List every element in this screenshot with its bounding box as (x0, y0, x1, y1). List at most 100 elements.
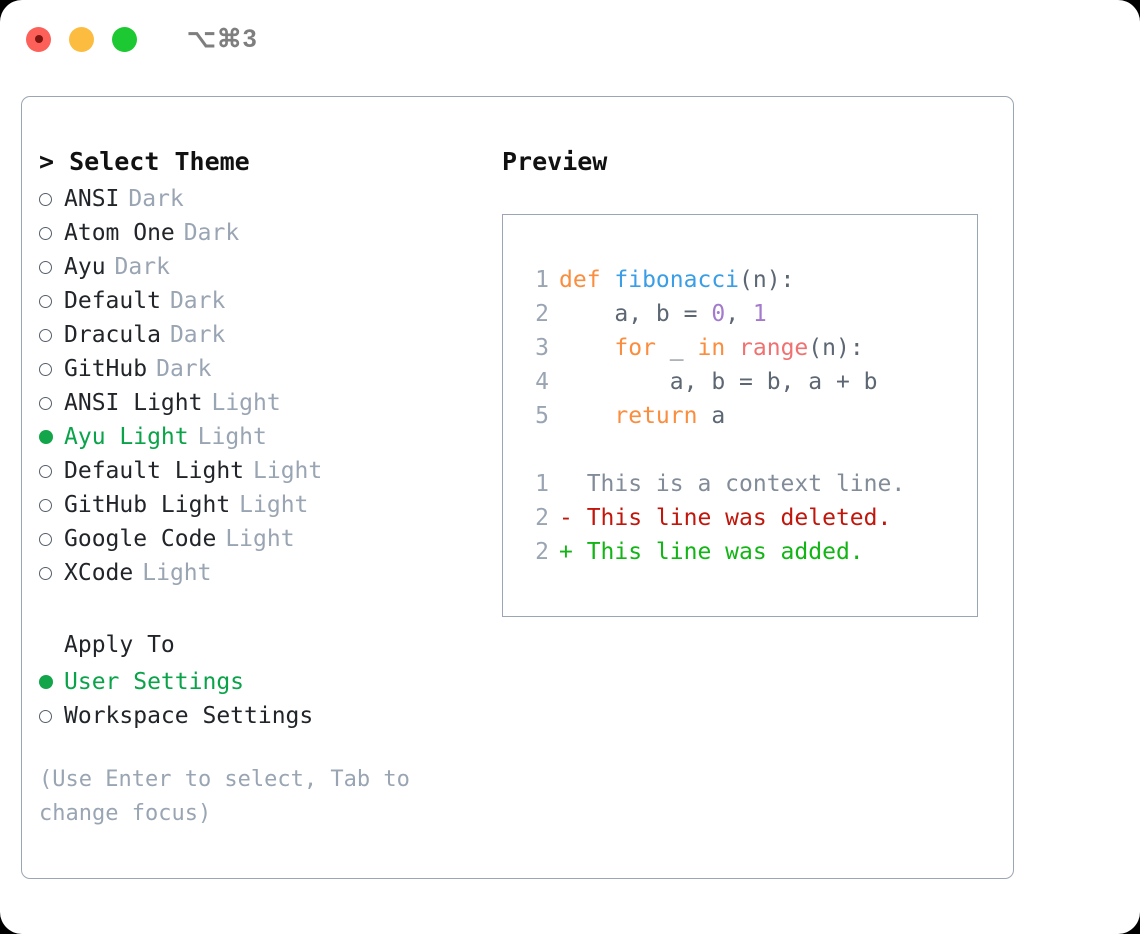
radio-unselected-icon[interactable] (39, 182, 64, 216)
radio-unselected-icon[interactable] (39, 454, 64, 488)
code-token: a (697, 403, 726, 429)
diff-line: 2 - This line was deleted. (503, 501, 977, 535)
option-variant-label: Light (211, 390, 281, 416)
line-number: 1 (535, 267, 549, 293)
radio-unselected-icon[interactable] (39, 386, 64, 420)
option-variant-label: Dark (128, 186, 184, 212)
option-variant-label: Dark (156, 356, 212, 382)
code-line: 5 return a (503, 399, 977, 433)
code-text: a, b = 0, 1 (559, 297, 767, 331)
apply-to-option-workspace-settings[interactable]: Workspace Settings (39, 699, 492, 733)
radio-unselected-icon[interactable] (39, 699, 64, 733)
diff-line: 2+ This line was added. (503, 535, 977, 569)
code-line: 2 a, b = 0, 1 (503, 297, 977, 331)
code-line: 3 for _ in range(n): (503, 331, 977, 365)
radio-unselected-icon[interactable] (39, 216, 64, 250)
option-label: GitHub Light (64, 492, 231, 518)
theme-option-atom-one[interactable]: Atom One Dark (39, 216, 492, 250)
code-token: a, b = (559, 301, 712, 327)
option-label: Default (64, 288, 161, 314)
code-text: for _ in range(n): (559, 331, 863, 365)
code-token: , (725, 301, 753, 327)
code-text: def fibonacci(n): (559, 263, 794, 297)
code-line: 4 a, b = b, a + b (503, 365, 977, 399)
code-token (559, 335, 614, 361)
apply-to-heading: Apply To (64, 632, 175, 658)
code-token: (n): (739, 267, 795, 293)
select-theme-heading: > Select Theme (39, 147, 250, 176)
option-variant-label: Dark (183, 220, 240, 246)
code-token: range (739, 335, 809, 361)
option-label: Ayu (64, 254, 106, 280)
radio-unselected-icon[interactable] (39, 284, 64, 318)
line-number: 5 (535, 403, 549, 429)
code-token: in (697, 335, 726, 361)
option-variant-label: Light (225, 526, 295, 552)
radio-unselected-icon[interactable] (39, 250, 64, 284)
option-label: Default Light (64, 458, 245, 484)
option-label: User Settings (64, 669, 245, 695)
option-label: GitHub (64, 356, 148, 382)
option-label: Atom One (64, 220, 175, 246)
minimize-button[interactable] (69, 26, 94, 52)
code-token (559, 403, 614, 429)
radio-unselected-icon[interactable] (39, 488, 64, 522)
option-variant-label: Dark (114, 254, 170, 280)
radio-unselected-icon[interactable] (39, 556, 64, 590)
theme-option-default[interactable]: Default Dark (39, 284, 492, 318)
theme-option-ayu[interactable]: Ayu Dark (39, 250, 492, 284)
line-number: 2 (535, 539, 549, 565)
theme-option-default-light[interactable]: Default Light Light (39, 454, 492, 488)
option-variant-label: Light (253, 458, 323, 484)
code-token: 0 (711, 301, 726, 327)
radio-unselected-icon[interactable] (39, 318, 64, 352)
option-label: ANSI Light (64, 390, 203, 416)
option-variant-label: Dark (169, 288, 226, 314)
apply-to-option-user-settings[interactable]: User Settings (39, 665, 492, 699)
option-label: Ayu Light (64, 424, 189, 450)
option-label: Google Code (64, 526, 217, 552)
theme-option-ayu-light[interactable]: Ayu Light Light (39, 420, 492, 454)
theme-option-google-code[interactable]: Google Code Light (39, 522, 492, 556)
code-token (725, 335, 739, 361)
diff-text: - This line was deleted. (559, 505, 892, 531)
zoom-button[interactable] (112, 26, 137, 52)
radio-selected-icon[interactable] (39, 420, 64, 454)
theme-option-ansi-light[interactable]: ANSI Light Light (39, 386, 492, 420)
code-line: 1 def fibonacci(n): (503, 263, 977, 297)
code-token: _ (655, 335, 698, 361)
line-number: 3 (535, 335, 549, 361)
theme-option-github-light[interactable]: GitHub Light Light (39, 488, 492, 522)
code-token: for (614, 335, 656, 361)
code-text: return a (559, 399, 725, 433)
theme-option-github[interactable]: GitHub Dark (39, 352, 492, 386)
line-number: 4 (535, 369, 549, 395)
line-number: 2 (535, 505, 549, 531)
radio-unselected-icon[interactable] (39, 522, 64, 556)
line-number: 1 (535, 471, 549, 497)
preview-heading: Preview (502, 147, 608, 176)
diff-sample: 1 This is a context line. 2 - This line wa… (503, 467, 977, 569)
window-controls (26, 26, 137, 52)
code-token: fibonacci (614, 267, 740, 293)
option-variant-label: Light (197, 424, 267, 450)
keyboard-shortcut-label: ⌥⌘3 (187, 25, 258, 53)
close-button[interactable] (26, 26, 51, 52)
option-label: Dracula (64, 322, 161, 348)
radio-selected-icon[interactable] (39, 665, 64, 699)
diff-line: 1 This is a context line. (503, 467, 977, 501)
option-label: ANSI (64, 186, 120, 212)
option-variant-label: Light (239, 492, 309, 518)
diff-text: This is a context line. (559, 471, 906, 497)
code-token: 1 (752, 301, 767, 327)
radio-unselected-icon[interactable] (39, 352, 64, 386)
theme-option-ansi[interactable]: ANSI Dark (39, 182, 492, 216)
